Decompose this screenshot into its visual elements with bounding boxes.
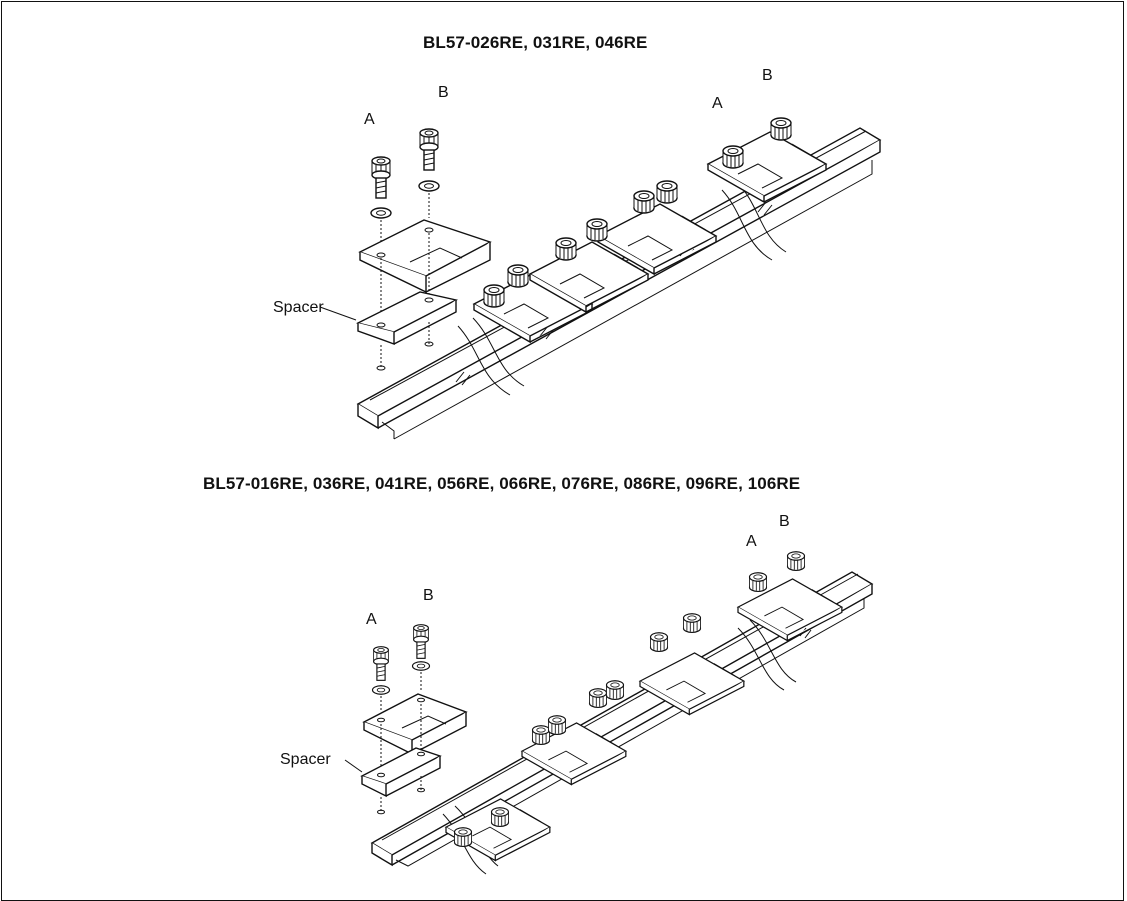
bottom-label-b-left: B — [423, 587, 434, 604]
top-label-a-right: A — [712, 95, 723, 112]
bottom-label-a-right: A — [746, 533, 757, 550]
top-spacer-label: Spacer — [273, 299, 324, 316]
bottom-assembly: Spacer A B A B — [280, 513, 874, 875]
title-top-models: BL57-026RE, 031RE, 046RE — [423, 33, 648, 52]
bottom-spacer-label: Spacer — [280, 751, 331, 768]
bottom-label-b-right: B — [779, 513, 790, 530]
top-label-b-right: B — [762, 67, 773, 84]
top-assembly: Spacer A B A B — [273, 67, 882, 440]
title-bottom-models: BL57-016RE, 036RE, 041RE, 056RE, 066RE, … — [203, 474, 801, 493]
top-label-b-left: B — [438, 84, 449, 101]
bottom-label-a-left: A — [366, 611, 377, 628]
top-label-a-left: A — [364, 111, 375, 128]
